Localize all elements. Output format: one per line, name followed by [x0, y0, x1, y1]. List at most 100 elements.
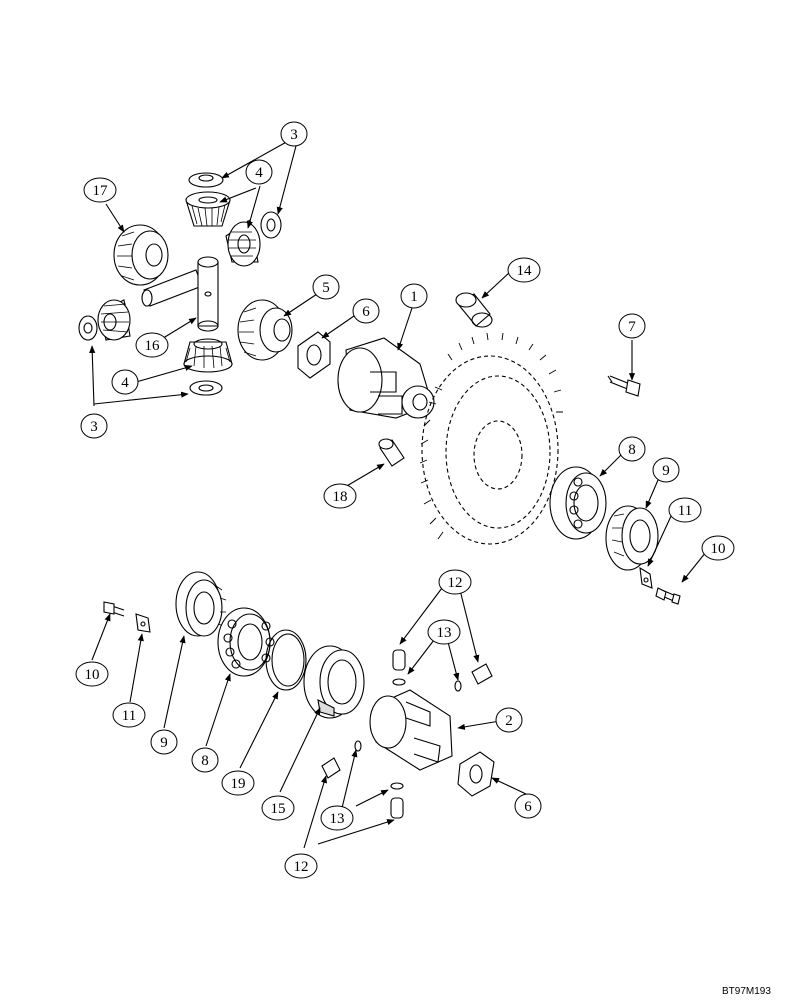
callout-bubble — [111, 369, 139, 395]
callout-label: 6 — [524, 799, 532, 815]
thrust-washer-left — [78, 315, 98, 341]
callout-c11b: 11 — [112, 702, 146, 728]
callout-c13a: 13 — [427, 619, 461, 645]
dowel-pin — [378, 438, 405, 467]
callout-c1: 1 — [400, 283, 428, 309]
callout-bubble — [514, 793, 542, 819]
callout-bubble — [618, 313, 646, 339]
callout-bubble — [352, 298, 380, 324]
callout-bubble — [323, 483, 357, 509]
lock-plate-upper — [639, 566, 653, 589]
pinion-gear-right — [225, 219, 261, 267]
callout-bubble — [83, 177, 117, 203]
callout-c6a: 6 — [352, 298, 380, 324]
callout-label: 13 — [330, 811, 345, 827]
callout-label: 1 — [410, 289, 418, 305]
callout-label: 4 — [255, 165, 263, 181]
callout-bubble — [80, 413, 108, 439]
callout-c8b: 8 — [191, 747, 219, 773]
callout-bubble — [75, 661, 109, 687]
cross-shaft — [141, 256, 219, 332]
thrust-washer-top — [188, 172, 224, 188]
callout-bubble — [652, 457, 680, 483]
bearing-cup — [455, 292, 493, 328]
oring-lower-left — [354, 740, 362, 752]
thrust-washer-bottom — [189, 380, 223, 396]
callout-label: 9 — [662, 463, 670, 479]
callout-label: 16 — [145, 338, 161, 354]
callout-label: 10 — [711, 541, 726, 557]
ring-gear — [421, 355, 559, 545]
leader-lines — [89, 139, 707, 849]
callout-c11a: 11 — [668, 497, 702, 523]
callout-label: 6 — [362, 304, 370, 320]
callout-label: 12 — [294, 859, 309, 875]
callout-bubble — [320, 805, 354, 831]
clutch-collar — [303, 645, 365, 719]
callout-label: 4 — [121, 375, 129, 391]
callout-bubble — [284, 853, 318, 879]
callout-label: 2 — [505, 713, 513, 729]
callout-bubble — [280, 121, 308, 147]
ring-gear-bolt — [607, 375, 641, 397]
callout-bubble — [312, 274, 340, 300]
callout-c15: 15 — [261, 795, 295, 821]
callout-label: 8 — [628, 442, 636, 458]
callout-bubble — [701, 535, 735, 561]
callout-bubble — [135, 332, 169, 358]
snap-ring — [265, 629, 307, 691]
bearing-lower — [217, 607, 275, 677]
lock-bolt-lower — [103, 601, 125, 617]
lock-plate-lower — [135, 613, 151, 633]
callout-bubble — [112, 702, 146, 728]
callout-c12b: 12 — [284, 853, 318, 879]
callout-label: 3 — [290, 127, 298, 143]
callout-bubbles: 3174141567164389181110121310211981961513… — [75, 121, 735, 879]
adjuster-nut-upper — [605, 505, 659, 571]
callout-label: 19 — [231, 776, 246, 792]
callout-label: 15 — [271, 801, 286, 817]
callout-c6b: 6 — [514, 793, 542, 819]
callout-label: 10 — [85, 667, 100, 683]
callout-bubble — [495, 707, 523, 733]
callout-c16: 16 — [135, 332, 169, 358]
side-gear-right — [237, 299, 293, 361]
pin-upper-left — [392, 649, 406, 671]
callout-bubble — [507, 257, 541, 283]
callout-label: 13 — [437, 625, 452, 641]
callout-c9b: 9 — [150, 729, 178, 755]
callout-bubble — [668, 497, 702, 523]
callout-bubble — [221, 770, 255, 796]
differential-case-lower — [369, 689, 453, 771]
callout-label: 8 — [201, 753, 209, 769]
pin-lower-left — [321, 757, 341, 779]
thrust-washer-right — [260, 211, 282, 239]
callout-bubble — [261, 795, 295, 821]
callout-c2: 2 — [495, 707, 523, 733]
thrust-washer-plate-lower — [457, 751, 495, 797]
callout-c8a: 8 — [618, 436, 646, 462]
ring-gear-teeth — [419, 332, 563, 540]
callout-c9a: 9 — [652, 457, 680, 483]
callout-bubble — [400, 283, 428, 309]
callout-label: 18 — [333, 489, 348, 505]
callout-label: 7 — [628, 319, 636, 335]
callout-c19: 19 — [221, 770, 255, 796]
callout-c7: 7 — [618, 313, 646, 339]
callout-label: 5 — [322, 280, 330, 296]
pinion-gear-bottom — [183, 338, 233, 373]
oring-upper-right — [454, 680, 462, 692]
callout-c5: 5 — [312, 274, 340, 300]
callout-c18: 18 — [323, 483, 357, 509]
callout-label: 11 — [122, 708, 136, 724]
callout-bubble — [150, 729, 178, 755]
callout-label: 17 — [93, 183, 109, 199]
lock-bolt-upper — [655, 587, 681, 605]
differential-case — [337, 337, 435, 419]
callout-label: 3 — [90, 419, 98, 435]
callout-c10a: 10 — [701, 535, 735, 561]
callout-c4a: 4 — [245, 159, 273, 185]
bearing-upper — [549, 466, 607, 540]
